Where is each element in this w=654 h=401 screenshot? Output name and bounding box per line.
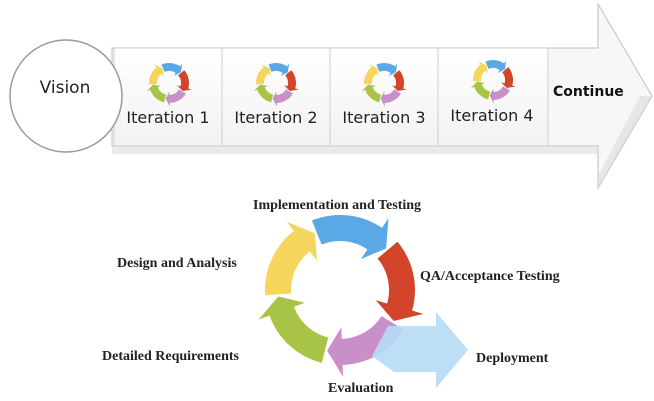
stage-evaluation-label: Evaluation [328, 381, 394, 396]
iteration-label-4: Iteration 4 [450, 106, 534, 125]
iteration-label-3: Iteration 3 [342, 108, 426, 127]
stage-qa-label: QA/Acceptance Testing [420, 269, 560, 284]
implementation-arrow [311, 215, 389, 260]
stage-design-label: Design and Analysis [117, 256, 237, 271]
stage-deployment-label: Deployment [476, 351, 549, 366]
cycle-icon-2 [253, 63, 299, 107]
cycle-icon-4 [470, 59, 516, 104]
stage-implementation-label: Implementation and Testing [253, 198, 422, 213]
stage-requirements-label: Detailed Requirements [102, 349, 239, 364]
evaluation-arrow [327, 315, 404, 377]
iteration-label-1: Iteration 1 [126, 108, 210, 127]
deployment-arrow [372, 312, 468, 388]
development-cycle [258, 215, 424, 377]
continue-label: Continue [553, 84, 624, 100]
cycle-icon-1 [146, 63, 192, 107]
requirements-arrow [258, 296, 329, 363]
vision-label: Vision [39, 78, 91, 98]
cycle-icon-3 [361, 63, 407, 107]
vision-circle [9, 39, 123, 153]
design-arrow [265, 221, 318, 296]
qa-arrow [375, 241, 424, 321]
iteration-label-2: Iteration 2 [234, 108, 318, 127]
